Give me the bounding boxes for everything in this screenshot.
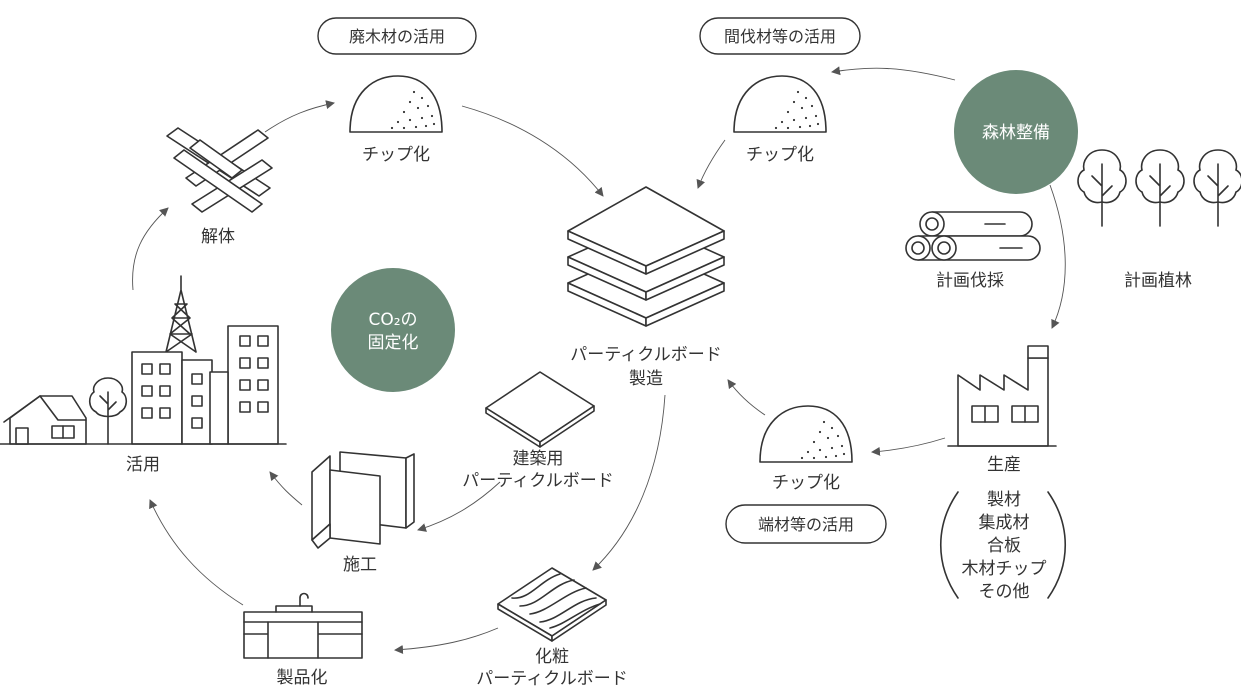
forest-maintenance-circle: 森林整備 (954, 70, 1078, 194)
product-item: 集成材 (979, 513, 1030, 533)
building-board-label-line2: パーティクルボード (462, 471, 613, 491)
co2-label-line1: CO₂の (368, 310, 417, 330)
use-label: 活用 (126, 455, 160, 475)
product-item: その他 (979, 582, 1030, 602)
chip-label-top-left: チップ化 (362, 145, 430, 165)
production-label: 生産 (987, 455, 1021, 475)
product-item: 木材チップ (962, 559, 1047, 579)
city-icon: 活用 (0, 275, 287, 475)
product-item: 合板 (987, 536, 1021, 556)
wood-chip-pile-icon: チップ化 (349, 75, 443, 165)
kitchen-cabinet-icon: 製品化 (243, 592, 363, 688)
board-mfg-label-line1: パーティクルボード (570, 345, 721, 365)
chip-label-top-right: チップ化 (746, 145, 814, 165)
pill-offcut: 端材等の活用 (725, 504, 887, 544)
wood-chip-pile-icon: チップ化 (759, 405, 853, 493)
building-board-label-line1: 建築用 (513, 449, 564, 469)
pill-waste-wood-label: 廃木材の活用 (349, 27, 445, 46)
forest-maintenance-label: 森林整備 (982, 123, 1050, 143)
planned-logging-label: 計画伐採 (936, 271, 1004, 291)
planned-planting-label: 計画植林 (1124, 271, 1192, 291)
factory-icon: 生産 (947, 345, 1057, 475)
board-mfg-label-line2: 製造 (629, 369, 663, 389)
pill-waste-wood: 廃木材の活用 (317, 17, 477, 55)
pill-thinning-wood-label: 間伐材等の活用 (724, 27, 836, 46)
co2-fixation-circle: CO₂の 固定化 (331, 268, 455, 392)
chip-label-bottom-right: チップ化 (772, 473, 840, 493)
product-item: 製材 (987, 490, 1021, 510)
decorative-board-label-line1: 化粧 (535, 647, 569, 667)
board-stack-icon: パーティクルボード 製造 (567, 186, 725, 389)
crossed-lumber-icon: 解体 (166, 127, 273, 247)
product-list: 製材 集成材 合板 木材チップ その他 (940, 490, 1066, 602)
board-panel-icon: 建築用 パーティクルボード (462, 371, 614, 491)
productization-label: 製品化 (277, 668, 328, 688)
log-pile-icon: 計画伐採 (905, 211, 1041, 291)
decorative-board-icon: 化粧 パーティクルボード (476, 567, 628, 689)
pill-thinning-wood: 間伐材等の活用 (699, 17, 861, 55)
wall-panel-icon: 施工 (311, 451, 415, 575)
construction-label: 施工 (343, 555, 377, 575)
co2-label-line2: 固定化 (368, 333, 419, 353)
pill-offcut-label: 端材等の活用 (758, 515, 854, 534)
decorative-board-label-line2: パーティクルボード (476, 669, 627, 689)
demolition-label: 解体 (201, 227, 235, 247)
tree-icon: 計画植林 (1077, 149, 1241, 291)
wood-chip-pile-icon: チップ化 (733, 75, 827, 165)
flow-arrows (132, 66, 1066, 654)
